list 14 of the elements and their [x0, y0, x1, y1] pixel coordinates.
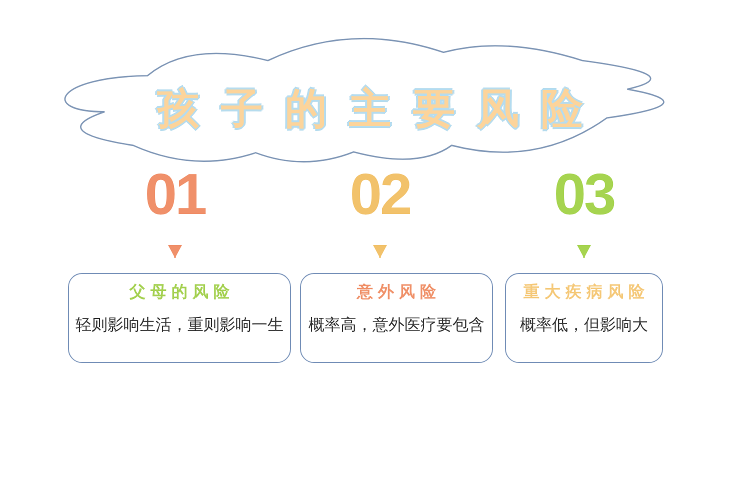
step-number: 02	[350, 166, 410, 224]
title-text: 孩子的主要风险	[157, 85, 605, 133]
card-title: 父母的风险	[130, 282, 234, 303]
card-text: 概率高，意外医疗要包含	[308, 316, 484, 336]
cloud-shape	[67, 38, 664, 163]
card-text: 轻则影响生活，重则影响一生	[76, 316, 284, 336]
risk-card	[68, 273, 291, 363]
step-number: 01	[144, 166, 206, 224]
risk-card	[505, 273, 663, 363]
card-title: 重大疾病风险	[524, 282, 650, 303]
risk-card	[300, 273, 493, 363]
step-number: 03	[554, 166, 614, 224]
card-title: 意外风险	[357, 282, 441, 303]
card-text: 概率低，但影响大	[520, 316, 648, 336]
